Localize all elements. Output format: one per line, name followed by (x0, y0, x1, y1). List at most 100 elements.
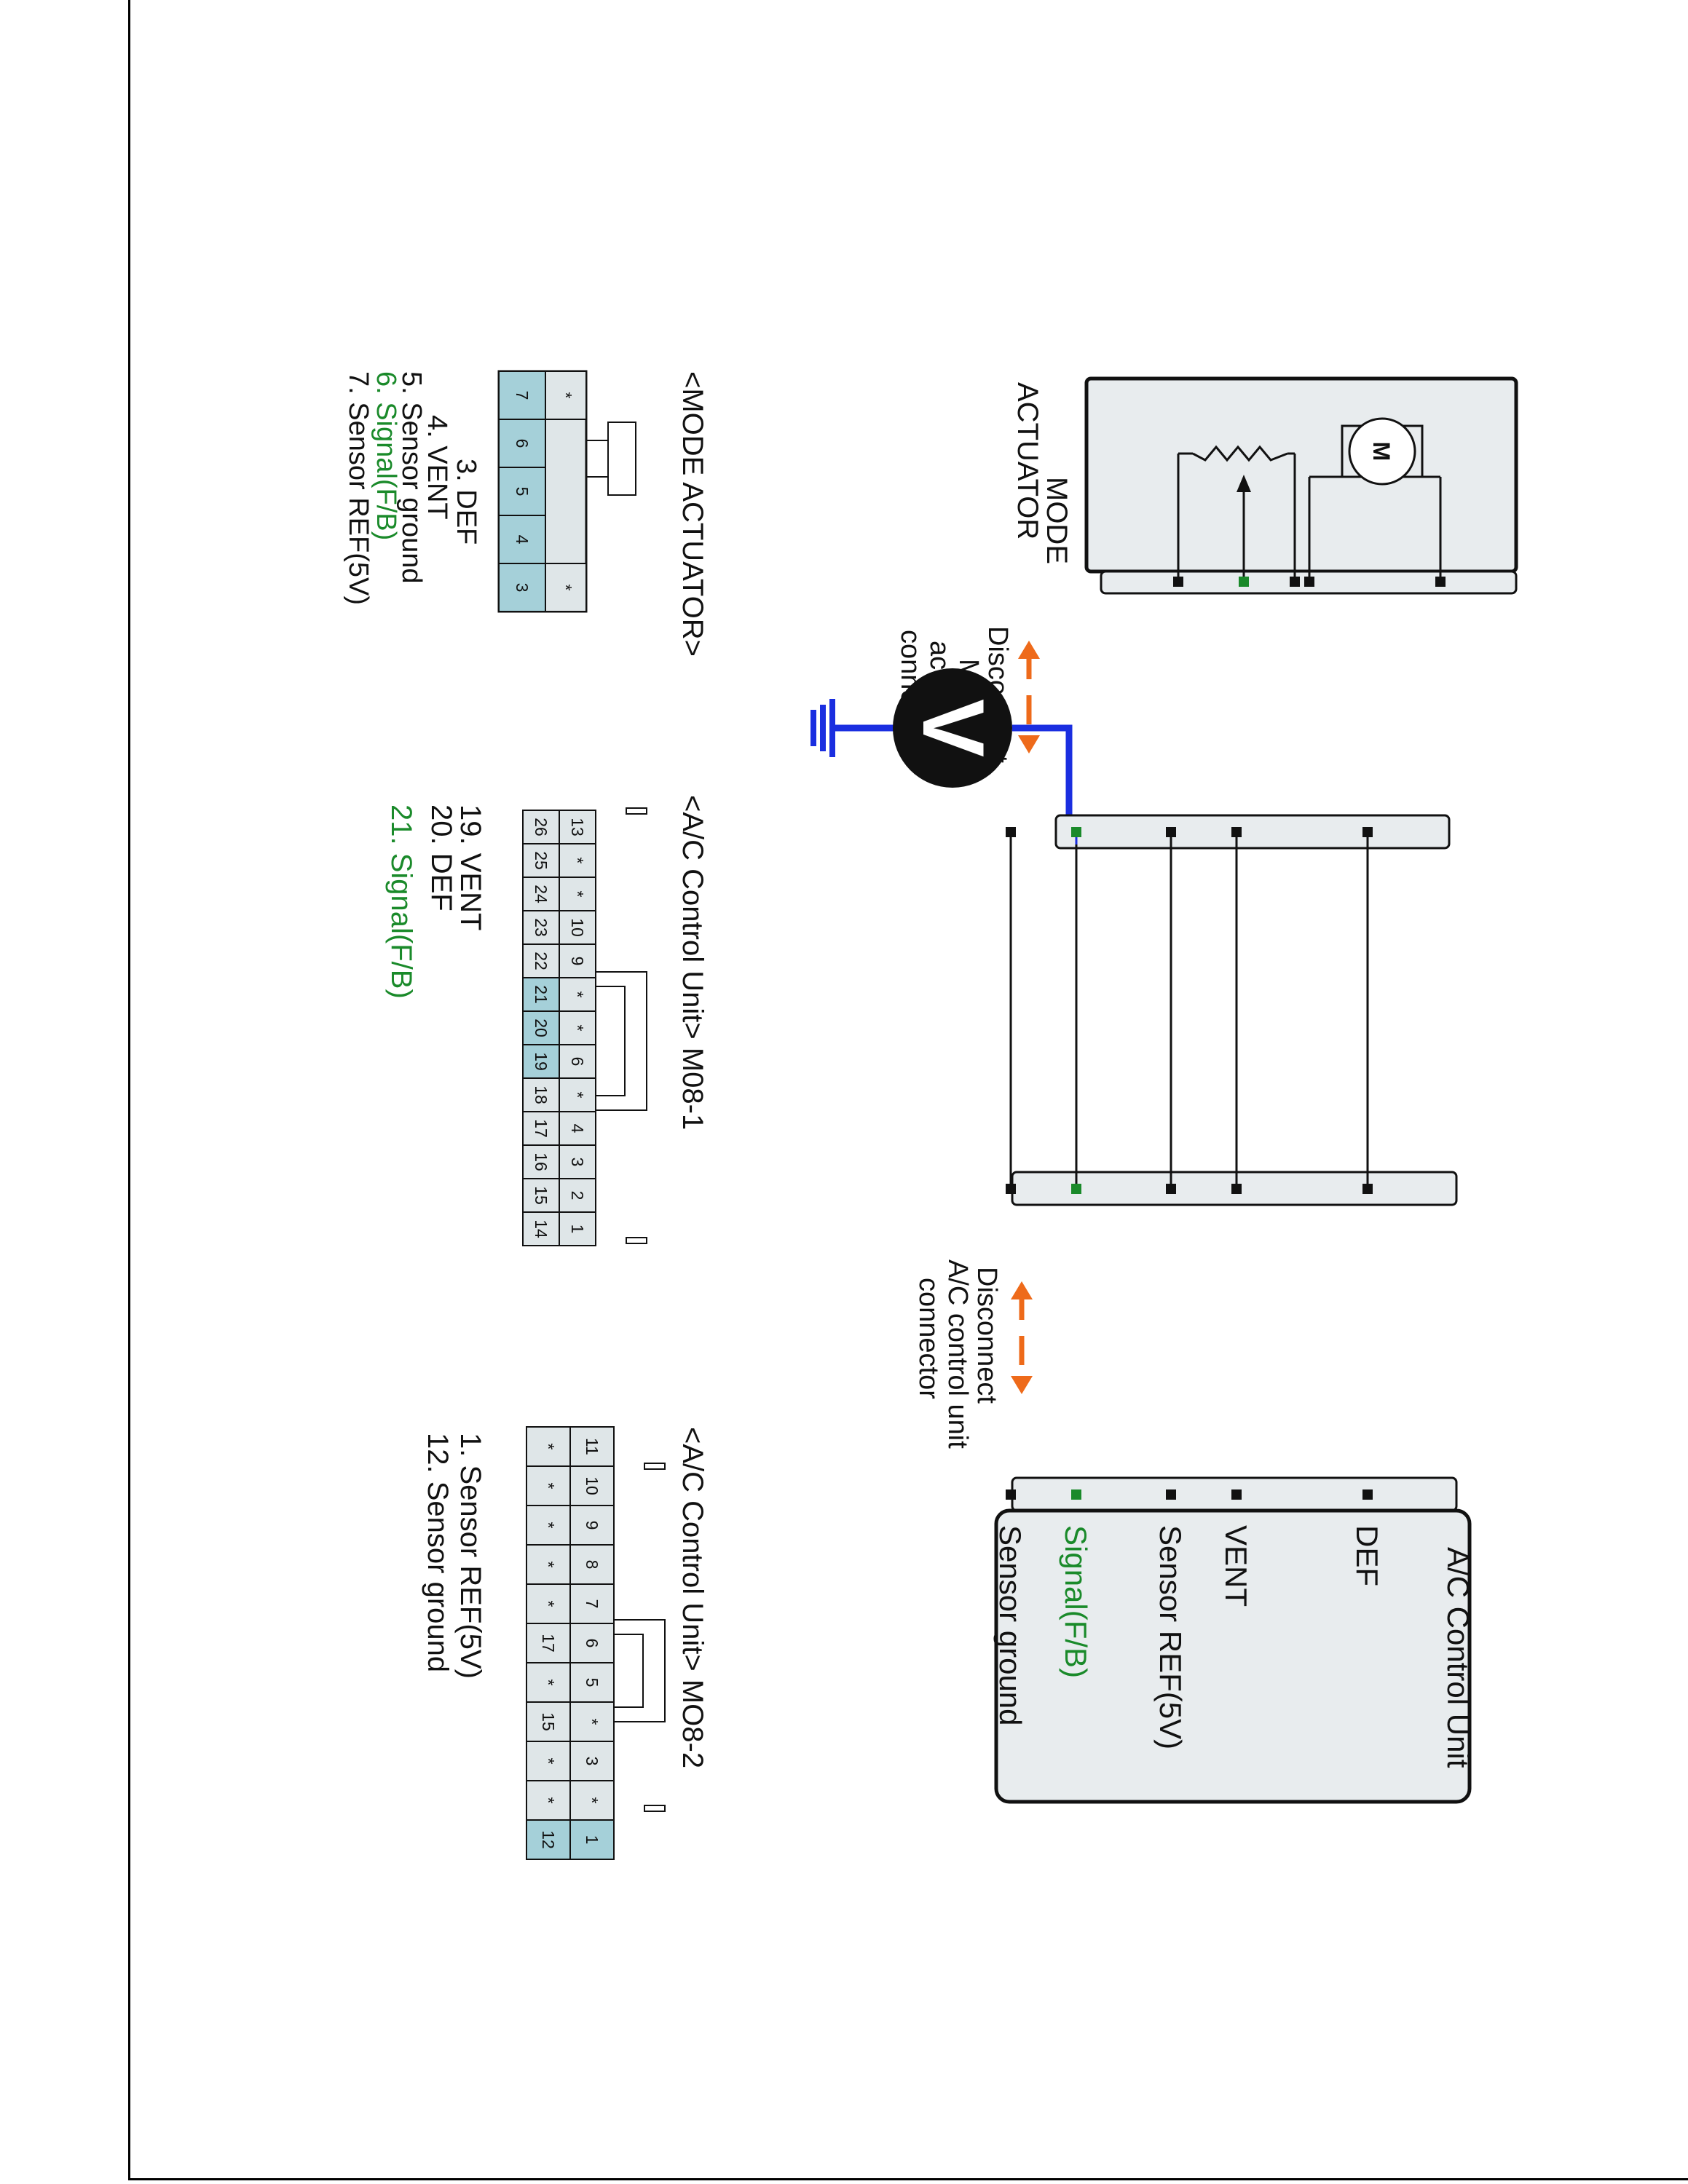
m081-top-pin-*: * (568, 992, 587, 998)
m081-bottom-pin-14: 14 (532, 1219, 551, 1238)
double-arrow-icon (1011, 1281, 1033, 1394)
m08-1-connector-view: <A/C Control Unit> M08-1 1326*25*2410239… (385, 795, 709, 1246)
m082-top-pin-7: * (583, 1719, 602, 1725)
ac-pin-sensor-ref: Sensor REF(5V) (1153, 1525, 1188, 1749)
m081-top-pin-4: 4 (568, 1124, 587, 1133)
ac-pin-signal: Signal(F/B) (1059, 1525, 1093, 1678)
m081-bottom-pin-22: 22 (532, 951, 551, 970)
mode-legend-6: 6. Signal(F/B) (371, 371, 401, 540)
m082-top-pin-1: 10 (583, 1476, 602, 1495)
m081-legend-19: 19. VENT (454, 804, 486, 930)
m082-top-pin-10: 1 (583, 1835, 602, 1845)
double-arrow-icon (1018, 641, 1040, 753)
disconnect-ac-group: Disconnect A/C control unit connector (913, 1259, 1033, 1449)
ac-control-unit: A/C Control Unit DEF VENT Sensor REF(5V)… (993, 1476, 1475, 1804)
m082-top-pin-9: * (583, 1797, 602, 1804)
mode-pin-7: 7 (513, 391, 532, 400)
m08-2-connector-body: 11 * 10 * 9 * 8 * 7 * 6 17 5 * * 15 3 * * * 1 12 (526, 1426, 615, 1860)
ac-pin-def: DEF (1350, 1525, 1384, 1586)
m082-bottom-pin-7: 15 (539, 1712, 558, 1731)
m08-2-connector-view: <A/C Control Unit> MO8-2 11 * 10 * 9 * 8 * 7 * 6 17… (422, 1426, 709, 1860)
m082-bottom-pin-10-cell (526, 1819, 571, 1860)
m081-bottom-pin-20: 20 (532, 1018, 551, 1037)
m082-legend-12: 12. Sensor ground (422, 1433, 454, 1672)
m082-bottom-pin-1: * (539, 1483, 558, 1489)
m082-top-pin-2: 9 (583, 1521, 602, 1530)
m082-bottom-pin-5: 17 (539, 1634, 558, 1653)
m081-top-pin-*: * (568, 1092, 587, 1099)
mode-pin-5: 5 (513, 487, 532, 496)
motor-label: M (1368, 442, 1395, 462)
connector-mode-title: <MODE ACTUATOR> (677, 371, 709, 657)
motor-icon: M (1341, 417, 1424, 486)
mode-actuator-box (1084, 376, 1518, 574)
m081-top-pin-*: * (568, 858, 587, 864)
ac-pin-vent: VENT (1219, 1525, 1253, 1607)
ac-control-unit-title: A/C Control Unit (1441, 1547, 1475, 1768)
m081-top-pin-*: * (568, 891, 587, 898)
mode-actuator-title-2: ACTUATOR (1011, 382, 1044, 539)
mode-actuator-title-1: MODE (1041, 477, 1073, 564)
m082-bottom-pin-9: * (539, 1797, 558, 1804)
harness-connector-left (1054, 814, 1451, 850)
m082-top-pin-3: 8 (583, 1560, 602, 1570)
m082-top-pin-8: 3 (583, 1757, 602, 1766)
m08-1-connector-body: 1326*25*241023922*21*20619*1841731621511… (522, 810, 596, 1246)
harness (1006, 814, 1458, 1206)
voltmeter-icon: V (893, 668, 1012, 788)
m081-top-pin-1: 1 (568, 1224, 587, 1234)
m082-bottom-pin-2: * (539, 1522, 558, 1529)
m081-legend-20: 20. DEF (425, 804, 457, 911)
m082-bottom-pin-0: * (539, 1444, 558, 1450)
mode-legend-4: 4. VENT (422, 415, 452, 520)
m081-bottom-pin-23: 23 (532, 918, 551, 937)
mode-legend-7: 7. Sensor REF(5V) (343, 371, 374, 605)
mode-pin-star-right: * (556, 585, 575, 591)
disconnect-ac-line-1: Disconnect (971, 1267, 1002, 1404)
disconnect-ac-line-2: A/C control unit (942, 1259, 973, 1449)
m082-bottom-pin-4: * (539, 1601, 558, 1607)
m081-bottom-pin-25: 25 (532, 851, 551, 870)
mode-legend-5: 5. Sensor ground (396, 371, 427, 584)
m082-legend-1: 1. Sensor REF(5V) (454, 1433, 486, 1679)
m082-top-pin-4: 7 (583, 1599, 602, 1609)
page-frame (128, 0, 1688, 2180)
m081-top-pin-13: 13 (568, 818, 587, 836)
m081-bottom-pin-21: 21 (532, 985, 551, 1004)
m082-top-pin-6: 5 (583, 1678, 602, 1688)
ac-control-unit-box (994, 1508, 1472, 1804)
m081-top-pin-6: 6 (568, 1057, 587, 1067)
ground-icon (811, 699, 835, 757)
mode-pin-3-cell (498, 563, 546, 612)
mode-pin-4: 4 (513, 535, 532, 545)
m081-bottom-pin-19: 19 (532, 1052, 551, 1071)
voltmeter-label: V (904, 699, 1002, 757)
m081-bottom-pin-16: 16 (532, 1152, 551, 1171)
mode-pin-6: 6 (513, 439, 532, 448)
voltmeter-group: V (811, 668, 1073, 830)
m081-top-pin-10: 10 (568, 918, 587, 937)
m081-top-pin-2: 2 (568, 1191, 587, 1200)
m081-bottom-pin-14-cell (522, 1211, 560, 1246)
m081-top-pin-3: 3 (568, 1158, 587, 1167)
m082-top-pin-0: 11 (583, 1438, 602, 1455)
connector-m08-2-title: <A/C Control Unit> MO8-2 (677, 1427, 709, 1768)
m082-bottom-pin-8: * (539, 1758, 558, 1765)
m081-bottom-pin-18: 18 (532, 1085, 551, 1104)
connector-m08-1-title: <A/C Control Unit> M08-1 (677, 795, 709, 1130)
m082-bottom-pin-3: * (539, 1562, 558, 1568)
potentiometer-icon (1177, 445, 1296, 582)
m081-top-pin-*: * (568, 1025, 587, 1032)
m081-bottom-pin-15: 15 (532, 1186, 551, 1205)
m082-bottom-pin-6: * (539, 1679, 558, 1686)
mode-actuator: M MODE ACTUATOR (1011, 376, 1518, 595)
m082-top-pin-5: 6 (583, 1639, 602, 1648)
m081-bottom-pin-26: 26 (532, 818, 551, 836)
ac-pin-sensor-ground: Sensor ground (993, 1525, 1028, 1726)
mode-pin-star-left: * (556, 392, 575, 399)
m082-bottom-pin-10: 12 (539, 1830, 558, 1849)
m081-bottom-pin-17: 17 (532, 1119, 551, 1138)
